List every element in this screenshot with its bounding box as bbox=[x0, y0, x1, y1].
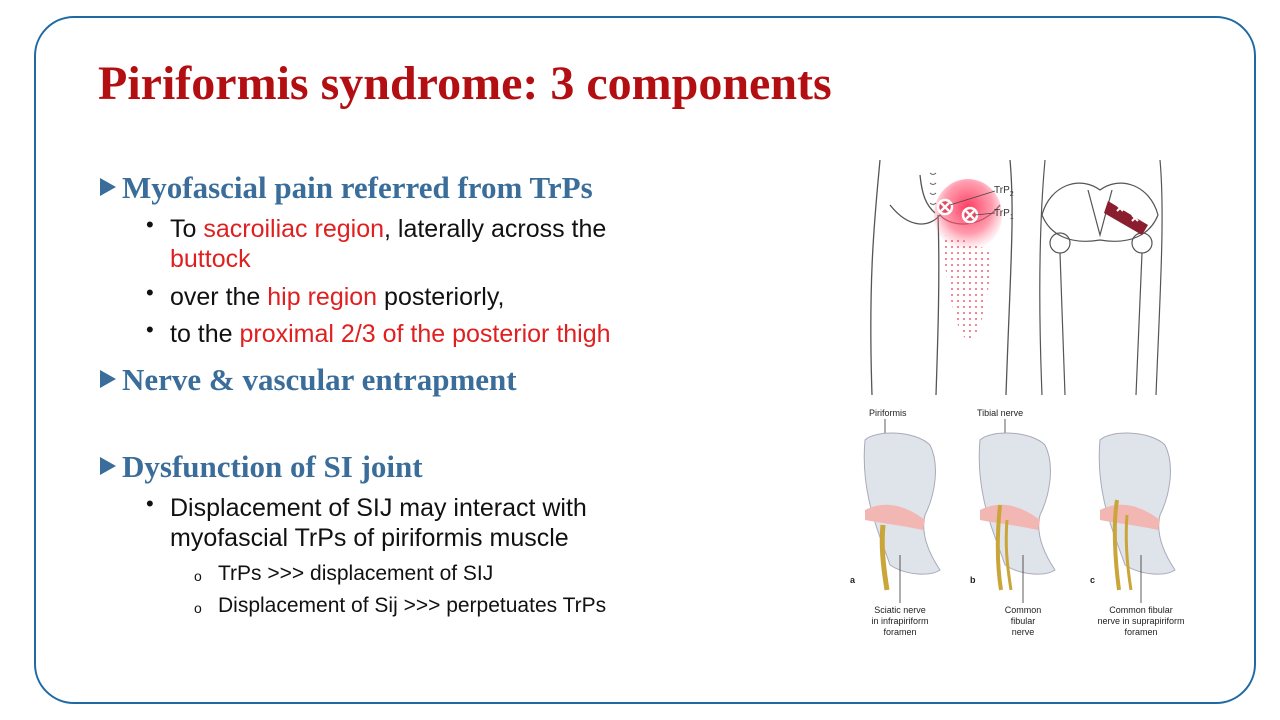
caption-c: Common fibular nerve in suprapiriform fo… bbox=[1097, 605, 1184, 637]
piriformis-muscle-shape bbox=[1104, 201, 1148, 235]
triangle-bullet-icon bbox=[100, 457, 116, 475]
panel-letter-c: c bbox=[1090, 575, 1095, 585]
circle-bullet-icon: o bbox=[194, 568, 202, 584]
svg-text:nerve: nerve bbox=[1012, 627, 1035, 637]
caption-a: Sciatic nerve in infrapiriform foramen bbox=[871, 605, 928, 637]
svg-text:foramen: foramen bbox=[883, 627, 916, 637]
svg-text:Common fibular: Common fibular bbox=[1109, 605, 1173, 615]
panel-b bbox=[978, 432, 1056, 591]
slide-title: Piriformis syndrome: 3 components bbox=[98, 57, 832, 110]
section-heading-si-joint: Dysfunction of SI joint bbox=[100, 449, 423, 485]
label-tibial-nerve: Tibial nerve bbox=[977, 408, 1023, 418]
svg-text:nerve in suprapiriform: nerve in suprapiriform bbox=[1097, 616, 1184, 626]
svg-text:Sciatic nerve: Sciatic nerve bbox=[874, 605, 926, 615]
svg-text:Common: Common bbox=[1005, 605, 1042, 615]
caption-leader-lines bbox=[899, 555, 1142, 603]
slide-frame bbox=[34, 16, 1256, 704]
panel-letter-a: a bbox=[850, 575, 856, 585]
svg-text:fibular: fibular bbox=[1011, 616, 1036, 626]
triangle-bullet-icon bbox=[100, 370, 116, 388]
pelvis-skeleton-outline bbox=[1039, 159, 1163, 396]
bullet-dot-icon: • bbox=[146, 317, 154, 342]
trp-leader-lines bbox=[949, 190, 996, 216]
vertebra-marks bbox=[929, 172, 937, 205]
panel-c bbox=[1098, 432, 1176, 591]
bullet-dot-icon: • bbox=[146, 280, 154, 305]
bullet-dot-icon: • bbox=[146, 491, 154, 516]
svg-text:foramen: foramen bbox=[1124, 627, 1157, 637]
nerve-variation-illustration: Piriformis Tibial nerve a b c Sciatic ne… bbox=[850, 408, 1185, 637]
section-heading-nerve-entrapment: Nerve & vascular entrapment bbox=[100, 362, 517, 398]
caption-b: Common fibular nerve bbox=[1005, 605, 1042, 637]
trigger-point-marker-icon bbox=[1116, 204, 1139, 222]
bullet-dot-icon: • bbox=[146, 212, 154, 237]
label-trp1: TrP1 bbox=[994, 208, 1014, 221]
panel-a bbox=[863, 432, 941, 591]
referred-pain-illustration: TrP2 TrP1 bbox=[870, 159, 1163, 396]
label-piriformis: Piriformis bbox=[869, 408, 907, 418]
panel-letter-b: b bbox=[970, 575, 976, 585]
label-trp2: TrP2 bbox=[994, 185, 1014, 198]
pain-zone-thigh bbox=[942, 235, 992, 341]
section-heading-myofascial: Myofascial pain referred from TrPs bbox=[100, 170, 593, 206]
circle-bullet-icon: o bbox=[194, 600, 202, 616]
svg-text:in infrapiriform: in infrapiriform bbox=[871, 616, 928, 626]
triangle-bullet-icon bbox=[100, 178, 116, 196]
